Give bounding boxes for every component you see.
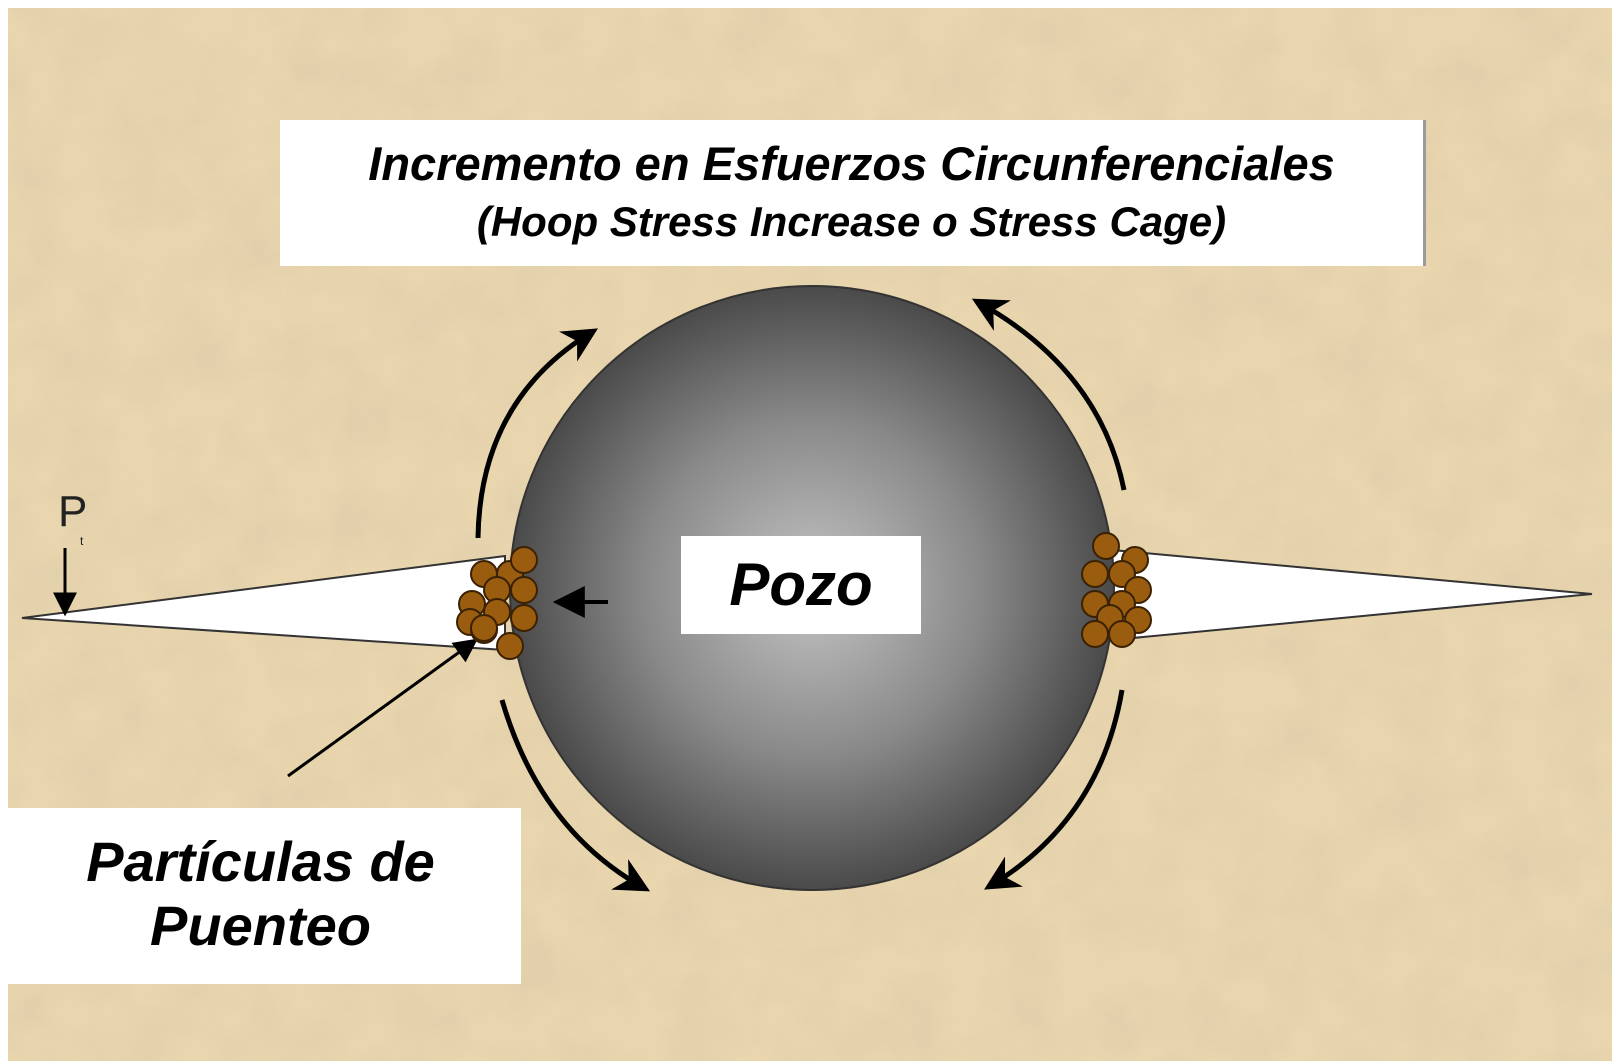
bridging-particle	[496, 632, 524, 660]
bridging-particle	[1081, 620, 1109, 648]
bridging-particle	[510, 576, 538, 604]
hoop-stress-arrow-icon	[983, 689, 1125, 890]
hoop-stress-arrow-icon	[971, 298, 1127, 491]
left-particle-cluster	[456, 546, 538, 660]
pressure-subscript: t	[80, 534, 84, 548]
bridging-particles-line-1: Partículas de	[86, 830, 435, 893]
pointer-arrow-icon	[287, 638, 478, 778]
hoop-stress-arrow-icon	[499, 699, 651, 892]
title-line-1: Incremento en Esfuerzos Circunferenciale…	[368, 137, 1335, 190]
bridging-particles-line-2: Puenteo	[150, 894, 371, 957]
title-box: Incremento en Esfuerzos Circunferenciale…	[280, 120, 1426, 266]
bridging-particle	[1081, 560, 1109, 588]
right-particle-cluster	[1081, 532, 1152, 648]
bridging-particles-label: Partículas de Puenteo	[0, 808, 521, 984]
bridging-particle	[510, 546, 538, 574]
bridging-particle	[1108, 620, 1136, 648]
bridging-particle	[510, 604, 538, 632]
wellbore-label: Pozo	[681, 536, 921, 634]
pressure-symbol: P	[58, 487, 88, 536]
hoop-stress-arrow-icon	[475, 328, 598, 539]
bridging-particle	[1092, 532, 1120, 560]
bridging-particle	[470, 614, 498, 642]
title-line-2: (Hoop Stress Increase o Stress Cage)	[476, 198, 1227, 245]
